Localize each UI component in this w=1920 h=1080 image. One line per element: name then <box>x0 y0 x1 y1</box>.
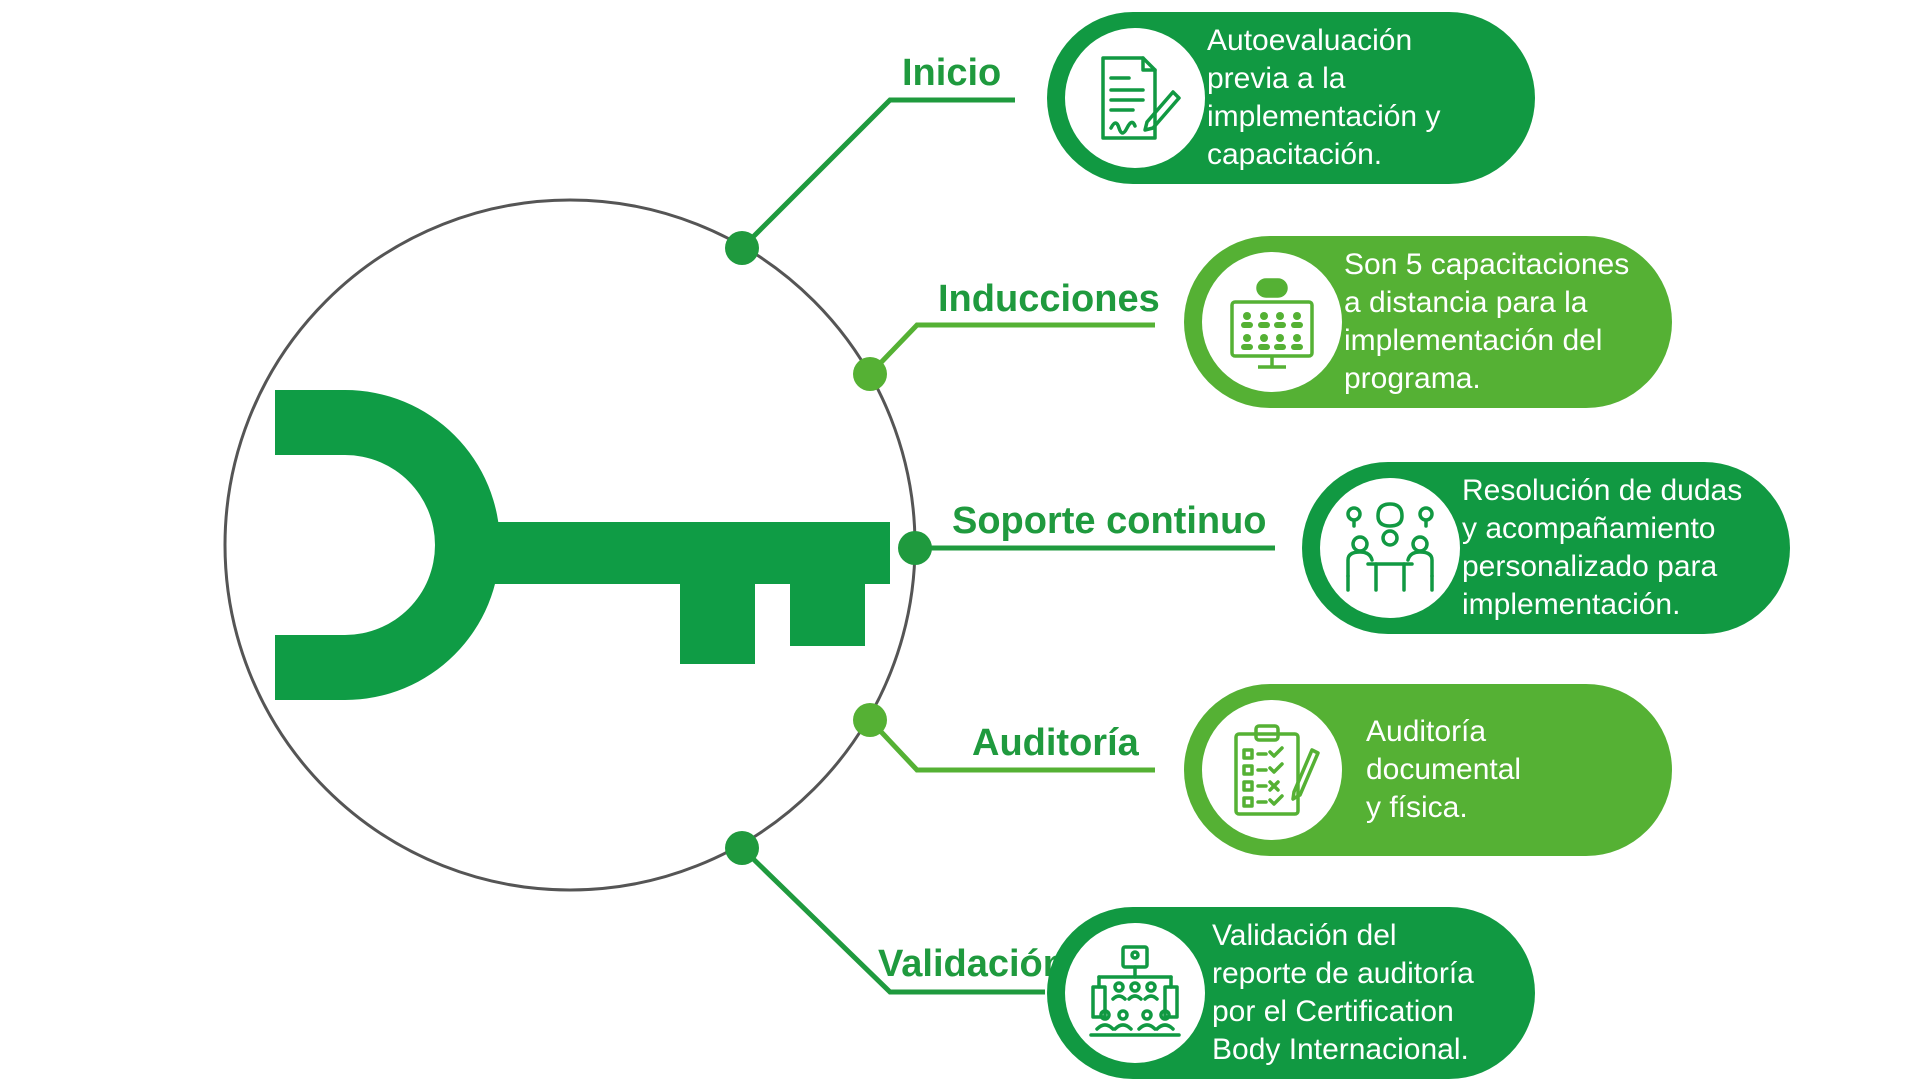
organization-chart-icon <box>1065 923 1205 1063</box>
step-label-soporte-continuo: Soporte continuo <box>952 500 1267 542</box>
step-description-soporte-continuo: Resolución de dudas y acompañamiento per… <box>1462 474 1743 621</box>
connector-auditoria <box>853 703 1155 773</box>
connector-inicio <box>725 97 1015 265</box>
step-label-inducciones: Inducciones <box>938 278 1160 320</box>
step-label-validacion: Validación <box>878 943 1066 985</box>
step-description-auditoria: Auditoría documental y física. <box>1366 715 1522 824</box>
step-card-auditoria: Auditoría documental y física. <box>1184 684 1672 856</box>
step-card-validacion: Validación del reporte de auditoría por … <box>1047 907 1535 1079</box>
step-label-auditoria: Auditoría <box>972 722 1139 764</box>
connector-inducciones <box>853 322 1155 391</box>
step-label-inicio: Inicio <box>902 52 1002 94</box>
document-signature-icon <box>1065 28 1205 168</box>
step-card-inducciones: Son 5 capacitaciones a distancia para la… <box>1184 236 1672 408</box>
step-card-soporte-continuo: Resolución de dudas y acompañamiento per… <box>1302 462 1790 634</box>
step-card-inicio: Autoevaluación previa a la implementació… <box>1047 12 1535 184</box>
team-meeting-icon <box>1320 478 1460 618</box>
step-description-validacion: Validación del reporte de auditoría por … <box>1212 919 1474 1066</box>
step-description-inducciones: Son 5 capacitaciones a distancia para la… <box>1344 248 1630 395</box>
connector-validacion <box>725 831 1045 995</box>
key-icon <box>275 390 890 700</box>
connector-soporte <box>898 531 1275 565</box>
checklist-clipboard-icon <box>1202 700 1342 840</box>
step-description-inicio: Autoevaluación previa a la implementació… <box>1207 24 1441 171</box>
video-conference-icon <box>1202 252 1342 392</box>
